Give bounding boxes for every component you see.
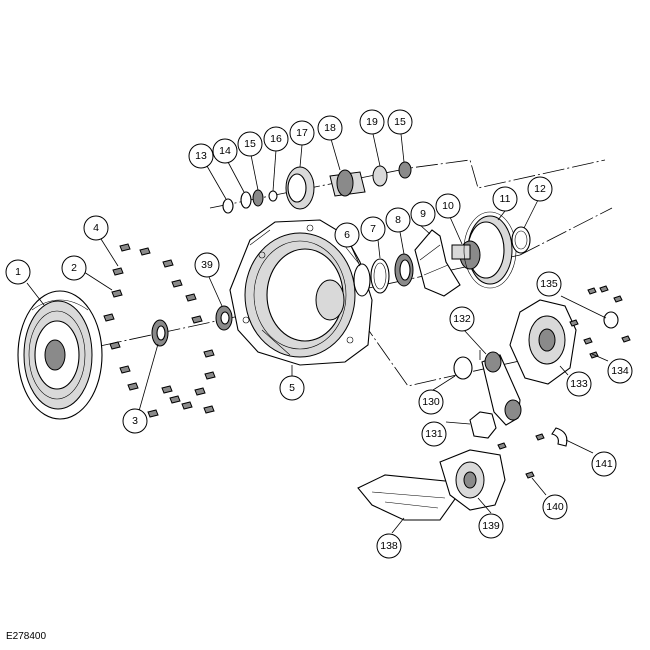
callout-139: 139 <box>478 513 504 539</box>
callout-132: 132 <box>449 306 475 332</box>
callout-10: 10 <box>435 193 461 219</box>
callout-3: 3 <box>122 408 148 434</box>
callout-138: 138 <box>376 533 402 559</box>
svg-text:6: 6 <box>344 229 350 241</box>
upper-shaft-parts <box>222 161 412 214</box>
snap-ring-6 <box>353 263 371 297</box>
callout-2: 2 <box>61 255 87 281</box>
callout-130: 130 <box>418 389 444 415</box>
svg-text:12: 12 <box>534 183 546 195</box>
ring-135 <box>569 285 631 359</box>
callout-133: 133 <box>566 371 592 397</box>
pump-body <box>509 299 577 385</box>
svg-text:138: 138 <box>380 540 398 552</box>
svg-text:5: 5 <box>289 382 295 394</box>
seal-3 <box>151 319 169 347</box>
svg-text:3: 3 <box>132 415 138 427</box>
gasket-131 <box>469 411 497 439</box>
svg-text:141: 141 <box>595 458 613 470</box>
svg-text:132: 132 <box>453 313 471 325</box>
svg-text:17: 17 <box>296 127 308 139</box>
svg-text:15: 15 <box>394 116 406 128</box>
figure-id: E278400 <box>6 631 47 642</box>
callout-9: 9 <box>410 201 436 227</box>
callout-8: 8 <box>385 207 411 233</box>
transmission-housing <box>229 219 373 366</box>
svg-text:16: 16 <box>270 133 282 145</box>
callout-12: 12 <box>527 176 553 202</box>
svg-text:9: 9 <box>420 208 426 220</box>
svg-text:14: 14 <box>219 145 231 157</box>
leader-lines <box>26 133 609 534</box>
clip-141 <box>551 427 568 447</box>
callout-134: 134 <box>607 358 633 384</box>
callout-131: 131 <box>421 421 447 447</box>
svg-text:130: 130 <box>422 396 440 408</box>
callout-19: 19 <box>359 109 385 135</box>
svg-text:13: 13 <box>195 150 207 162</box>
svg-text:39: 39 <box>201 259 213 271</box>
seal-39 <box>215 305 233 331</box>
svg-text:133: 133 <box>570 378 588 390</box>
svg-text:19: 19 <box>366 116 378 128</box>
callout-11: 11 <box>492 186 518 212</box>
svg-text:8: 8 <box>395 214 401 226</box>
callout-6: 6 <box>334 222 360 248</box>
callout-15: 15 <box>237 131 263 157</box>
svg-text:2: 2 <box>71 262 77 274</box>
svg-text:135: 135 <box>540 278 558 290</box>
svg-text:15: 15 <box>244 138 256 150</box>
callout-15b: 15 <box>387 109 413 135</box>
callout-140: 140 <box>542 494 568 520</box>
torque-converter <box>17 290 103 420</box>
differential-gear <box>451 211 517 289</box>
svg-text:4: 4 <box>93 222 99 234</box>
svg-text:18: 18 <box>324 122 336 134</box>
bolts-left <box>103 243 216 418</box>
callout-16: 16 <box>263 126 289 152</box>
callout-135: 135 <box>536 271 562 297</box>
callout-4: 4 <box>83 215 109 241</box>
svg-text:134: 134 <box>611 365 629 377</box>
svg-text:1: 1 <box>15 266 21 278</box>
svg-text:11: 11 <box>500 193 511 205</box>
fastener-140 <box>497 433 545 479</box>
ring-12 <box>511 226 531 254</box>
callout-17: 17 <box>289 120 315 146</box>
ring-7 <box>370 258 390 294</box>
callout-18: 18 <box>317 115 343 141</box>
shield-9 <box>414 229 461 297</box>
valve-body <box>439 449 506 511</box>
callout-5: 5 <box>279 375 305 401</box>
svg-text:139: 139 <box>482 520 500 532</box>
callout-13: 13 <box>188 143 214 169</box>
seal-130 <box>453 356 473 380</box>
callout-39: 39 <box>194 252 220 278</box>
callout-1: 1 <box>5 259 31 285</box>
svg-text:131: 131 <box>425 428 443 440</box>
drive-chain <box>481 351 522 426</box>
oil-filter <box>357 474 461 521</box>
callout-7: 7 <box>360 216 386 242</box>
svg-text:10: 10 <box>442 200 454 212</box>
callout-14: 14 <box>212 138 238 164</box>
callout-141: 141 <box>591 451 617 477</box>
svg-text:7: 7 <box>370 223 376 235</box>
bearing-8 <box>394 253 414 287</box>
svg-text:140: 140 <box>546 501 564 513</box>
